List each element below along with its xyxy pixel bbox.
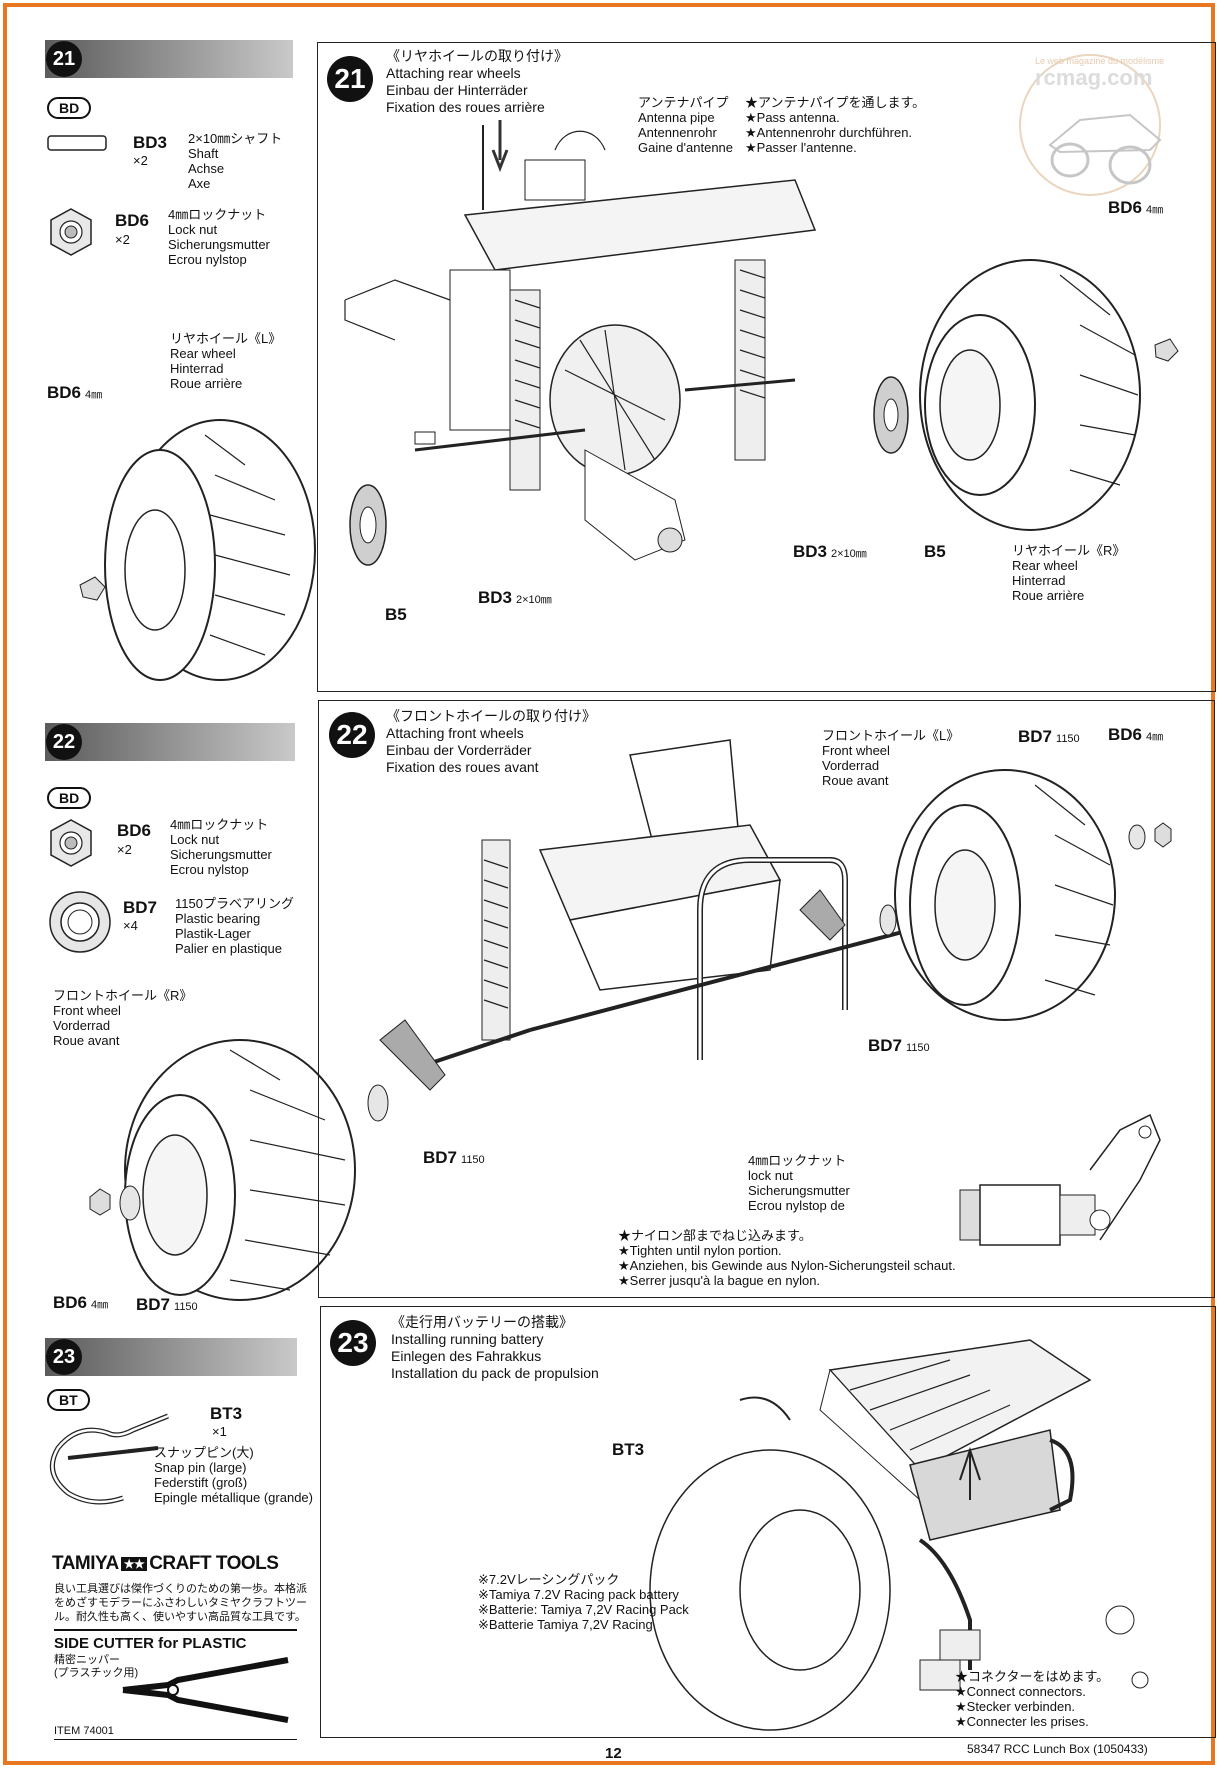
step21-panel [317,42,1216,692]
front-bearing-nut-top [1128,822,1172,850]
b5-hub-right [873,376,909,454]
step21-part1-desc: 2×10㎜シャフト Shaft Achse Axe [188,131,283,191]
step23-part-code: BT3 [210,1404,243,1423]
step21-chassis-drawing [344,120,817,561]
step23-part-qty: ×1 [212,1424,227,1439]
step23-number: 23 [46,1339,82,1375]
antenna-pipe-label: アンテナパイプ Antenna pipe Antennenrohr Gaine … [638,95,734,155]
side-cutter-icon [122,1657,289,1723]
step23-connector-note: ★コネクターをはめます。 ★Connect connectors. ★Steck… [955,1669,1110,1729]
lock-nut-icon [50,819,92,867]
step21-b5-right: B5 [924,542,946,561]
rear-wheel-right-drawing [919,259,1179,531]
front-wheel-right-drawing [124,1039,356,1301]
step21-bag-badge: BD [47,97,92,119]
step21-part2-qty: ×2 [115,232,130,247]
rear-wheel-left-drawing [79,419,316,681]
locknut-detail-drawing [959,1113,1161,1246]
snap-pin-icon [49,1413,169,1505]
star-logo-icon: ★★ [120,1556,148,1571]
antenna-note: ★アンテナパイプを通します。 ★Pass antenna. ★Antennenr… [745,95,926,155]
step21-part2-desc: 4㎜ロックナット Lock nut Sicherungsmutter Ecrou… [168,207,270,267]
ad-tool-title: SIDE CUTTER for PLASTIC [54,1635,247,1652]
step22-part2-desc: 1150プラベアリング Plastic bearing Plastik-Lage… [175,896,294,956]
step22-part1-qty: ×2 [117,842,132,857]
ad-divider [54,1629,297,1631]
ad-bottom-divider [54,1739,297,1740]
step23-title: 《走行用バッテリーの搭載》 Installing running battery… [391,1314,599,1381]
step23-header-band [45,1338,297,1376]
step21-wheel-left-label: リヤホイール《L》 Rear wheel Hinterrad Roue arri… [170,331,282,391]
step23-panel-number: 23 [330,1320,376,1366]
front-bearing-mid [879,904,897,936]
shaft-icon [47,135,107,151]
watermark-tagline: Le web magazine du modélisme [1035,56,1165,66]
step22-bag-badge: BD [47,787,92,809]
step22-title: 《フロントホイールの取り付け》 Attaching front wheels E… [386,708,596,775]
step22-panel-number: 22 [329,712,375,758]
ad-tool-subtitle: 精密ニッパー (プラスチック用) [54,1654,139,1679]
product-code: 58347 RCC Lunch Box (1050433) [967,1742,1148,1756]
step21-b5-left: B5 [385,605,407,624]
step22-panel [318,700,1215,1298]
step22-part1-code: BD6 [117,821,152,840]
step21-part1-code: BD3 [133,133,168,152]
step21-title: 《リヤホイールの取り付け》 Attaching rear wheels Einb… [386,48,568,115]
step22-wheel-left-label: フロントホイール《L》 Front wheel Vorderrad Roue a… [822,728,960,788]
step23-battery-drawing [649,1339,1149,1731]
front-nut-bearing-bottom [89,1185,141,1221]
step23-battery-label: ※7.2Vレーシングパック ※Tamiya 7.2V Racing pack b… [478,1572,689,1632]
tamiya-craft-tools-logo: TAMIYA★★CRAFT TOOLS [52,1553,279,1575]
front-bearing-low [367,1084,389,1122]
b5-hub-left [349,484,387,566]
lock-nut-icon [50,208,92,256]
step22-wheel-right-label: フロントホイール《R》 Front wheel Vorderrad Roue a… [53,988,193,1048]
step22-header-band [45,723,295,761]
ad-item-number: ITEM 74001 [54,1725,114,1737]
step23-bt3-label: BT3 [612,1440,645,1459]
page-frame [3,3,1215,1765]
step21-part2-code: BD6 [115,211,150,230]
step22-locknut-label: 4㎜ロックナット lock nut Sicherungsmutter Ecrou… [748,1153,850,1213]
watermark-car-icon [1019,54,1162,196]
step23-part-desc: スナップピン(大) Snap pin (large) Federstift (g… [154,1445,313,1505]
ad-text: 良い工具選びは傑作づくりのための第一歩。本格派 をめざすモデラーにふさわしいタミ… [54,1583,307,1623]
step23-bag-badge: BT [47,1389,90,1411]
step22-part2-code: BD7 [123,898,158,917]
step22-part2-qty: ×4 [123,918,138,933]
step22-chassis-drawing [379,739,911,1091]
step21-panel-number: 21 [327,56,373,102]
step22-tighten-note: ★ナイロン部までねじ込みます。 ★Tighten until nylon por… [618,1228,956,1288]
ad-brand-left: TAMIYA [52,1553,119,1574]
ad-brand-right: CRAFT TOOLS [149,1553,279,1574]
plastic-bearing-icon [49,891,111,953]
step22-part1-desc: 4㎜ロックナット Lock nut Sicherungsmutter Ecrou… [170,817,272,877]
watermark-logo: rcmag.com Le web magazine du modélisme [1010,50,1190,200]
step21-header-band [45,40,293,78]
step21-wheel-right-label: リヤホイール《R》 Rear wheel Hinterrad Roue arri… [1012,543,1126,603]
step23-panel [320,1306,1216,1738]
front-wheel-left-drawing [894,769,1116,1021]
step22-number: 22 [46,724,82,760]
page-number: 12 [605,1745,622,1762]
step21-part1-qty: ×2 [133,153,148,168]
step21-number: 21 [46,41,82,77]
watermark-brand: rcmag.com [1035,65,1153,90]
